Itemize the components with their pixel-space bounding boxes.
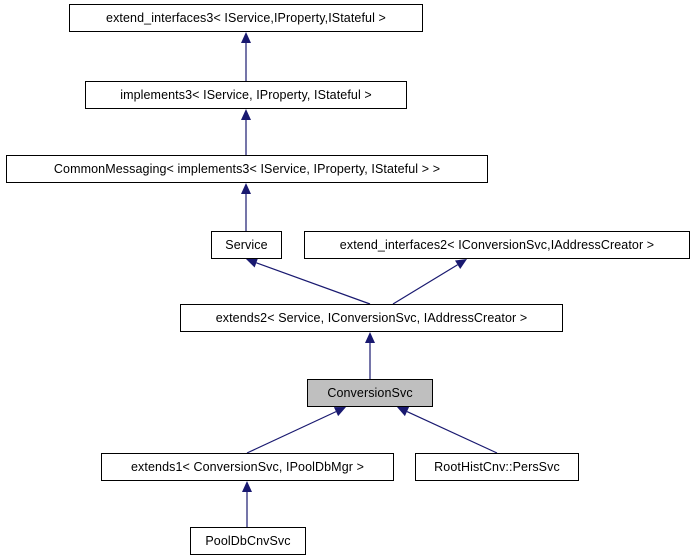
class-node-roothistcnv-perssvc[interactable]: RootHistCnv::PersSvc [415, 453, 579, 481]
edge-CommonMessaging-implements3-arrowhead [241, 109, 251, 120]
class-node-label: PoolDbCnvSvc [205, 533, 291, 548]
class-node-implements3[interactable]: implements3< IService, IProperty, IState… [85, 81, 407, 109]
class-node-label: extends1< ConversionSvc, IPoolDbMgr > [131, 459, 364, 474]
edge-extends2-extend_interfaces2-arrowhead [455, 259, 467, 269]
class-node-commonmessaging[interactable]: CommonMessaging< implements3< IService, … [6, 155, 488, 183]
class-node-pooldbcnvsvc[interactable]: PoolDbCnvSvc [190, 527, 306, 555]
class-node-extend-interfaces3[interactable]: extend_interfaces3< IService,IProperty,I… [69, 4, 423, 32]
edge-PoolDbCnvSvc-extends1-arrowhead [242, 481, 252, 492]
edge-RootHistCnvPersSvc-ConversionSvc-arrowhead [397, 407, 410, 417]
edge-ConversionSvc-extends2-arrowhead [365, 332, 375, 343]
class-node-label: ConversionSvc [327, 385, 413, 400]
class-node-label: implements3< IService, IProperty, IState… [120, 87, 372, 102]
edge-Service-CommonMessaging-arrowhead [241, 183, 251, 194]
class-node-service[interactable]: Service [211, 231, 282, 259]
edge-extends1-ConversionSvc-line [246, 411, 337, 454]
class-node-label: extends2< Service, IConversionSvc, IAddr… [215, 310, 528, 325]
edge-extends1-ConversionSvc-arrowhead [333, 407, 346, 417]
class-node-label: RootHistCnv::PersSvc [434, 459, 560, 474]
class-node-extends2[interactable]: extends2< Service, IConversionSvc, IAddr… [180, 304, 563, 332]
class-node-extend-interfaces2[interactable]: extend_interfaces2< IConversionSvc,IAddr… [304, 231, 690, 259]
class-node-label: extend_interfaces2< IConversionSvc,IAddr… [339, 237, 655, 252]
class-node-label: Service [225, 237, 268, 252]
edge-extends2-Service-line [256, 262, 371, 305]
class-node-label: CommonMessaging< implements3< IService, … [53, 161, 441, 176]
class-node-extends1[interactable]: extends1< ConversionSvc, IPoolDbMgr > [101, 453, 394, 481]
edge-implements3-extend_interfaces3-arrowhead [241, 32, 251, 43]
edge-extends2-Service-arrowhead [246, 258, 259, 268]
class-node-label: extend_interfaces3< IService,IProperty,I… [106, 10, 386, 25]
class-node-conversionsvc[interactable]: ConversionSvc [307, 379, 433, 407]
edge-extends2-extend_interfaces2-line [392, 264, 458, 305]
edge-RootHistCnvPersSvc-ConversionSvc-line [406, 411, 498, 454]
